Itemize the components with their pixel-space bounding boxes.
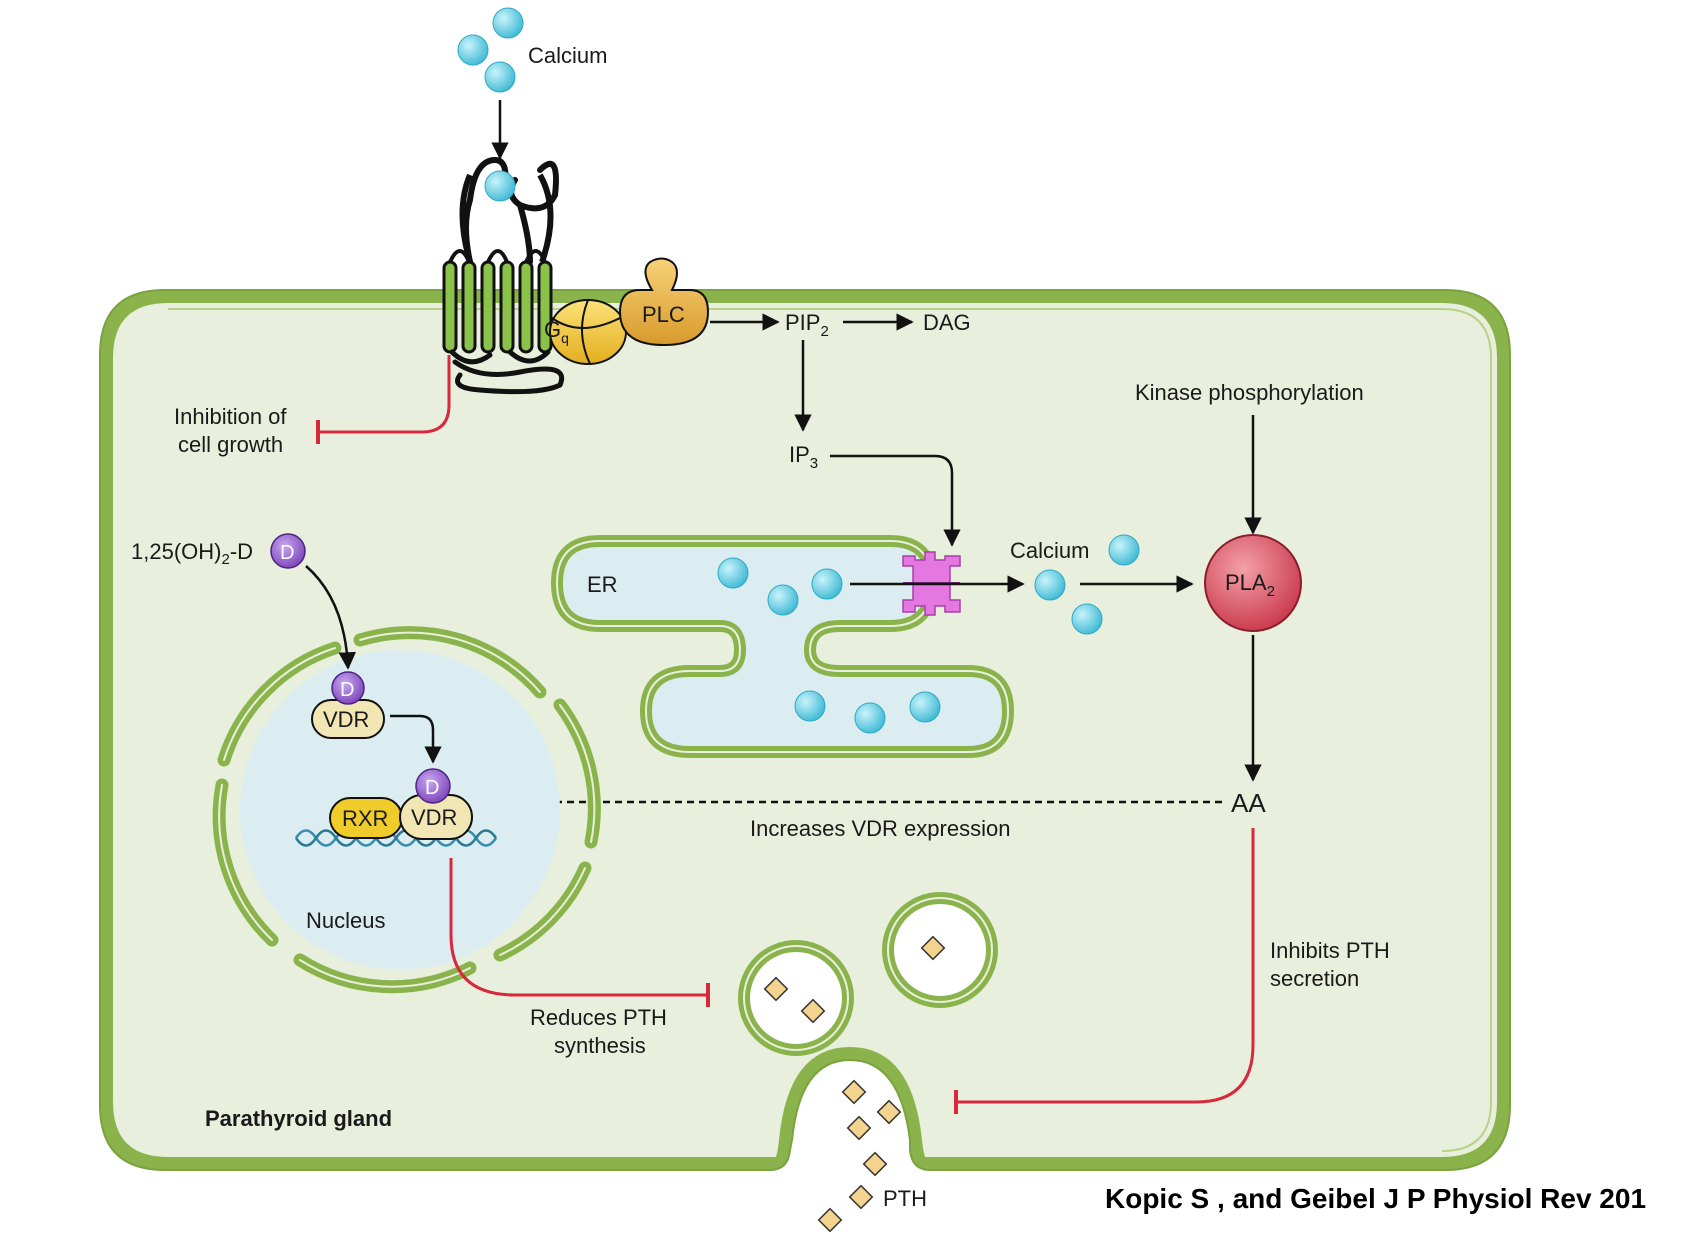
vdr-to-complex-arrow [390,714,442,764]
inhibition-label-line2: cell growth [178,432,283,457]
receptor-inhibits-growth-line [316,355,451,444]
plc-label: PLC [642,302,685,327]
aa-inhibits-secretion-line [954,828,1255,1114]
parathyroid-label: Parathyroid gland [205,1106,392,1131]
rxr-label: RXR [342,806,388,831]
calcium-ions-cytosol [1034,534,1140,635]
vdr-label-top: VDR [323,707,369,732]
pla2-enzyme: PLA2 [1204,534,1302,632]
increases-vdr-label: Increases VDR expression [750,816,1010,841]
pla2-label: PLA2 [1225,570,1275,600]
receptor-intracellular-tail [449,349,564,395]
reduces-label-line2: synthesis [554,1033,646,1058]
svg-text:D: D [425,777,439,799]
pth-vesicle-1 [738,940,854,1056]
citation: Kopic S , and Geibel J P Physiol Rev 201 [1105,1183,1647,1214]
vitamin-d-molecule: D [270,533,306,569]
dag-label: DAG [923,310,971,335]
pth-label: PTH [883,1186,927,1211]
receptor-transmembrane-helices [442,249,553,354]
vitamin-d-label: 1,25(OH)2-D [131,539,253,568]
gq-label: Gq [544,317,569,346]
aa-label: AA [1231,788,1266,818]
svg-text:D: D [280,542,294,564]
vitamin-d-entry-arrow [305,565,357,670]
inhibits-label-line1: Inhibits PTH [1270,938,1390,963]
rxr-vdr-complex: RXR VDR D [329,768,473,840]
pth-granules-secreted [817,1079,902,1233]
inhibits-label-line2: secretion [1270,966,1359,991]
gq-protein: Gq [544,299,627,365]
calcium-ions-er [717,557,941,734]
inhibition-label-line1: Inhibition of [174,404,287,429]
cell-membrane-inner-line [168,308,1492,1152]
kinase-label: Kinase phosphorylation [1135,380,1364,405]
calcium-sensing-receptor [442,156,564,395]
calcium-ions-extracellular [457,7,524,202]
plc-enzyme: PLC [618,257,710,347]
calcium-mid-label: Calcium [1010,538,1089,563]
er-label: ER [587,572,618,597]
vdr-with-ligand: VDR D [311,671,385,739]
ip3-to-channel-arrow [830,454,961,547]
nucleus-label: Nucleus [306,908,385,933]
reduces-label-line1: Reduces PTH [530,1005,667,1030]
vdr-label-complex: VDR [411,805,457,830]
pth-vesicle-2 [882,892,998,1008]
endoplasmic-reticulum: ER [550,535,1015,758]
ip3-label: IP3 [789,442,818,472]
pip2-label: PIP2 [785,310,829,340]
calcium-top-label: Calcium [528,43,607,68]
vdr-reduces-synthesis-line [449,858,710,1007]
svg-text:D: D [340,679,354,701]
